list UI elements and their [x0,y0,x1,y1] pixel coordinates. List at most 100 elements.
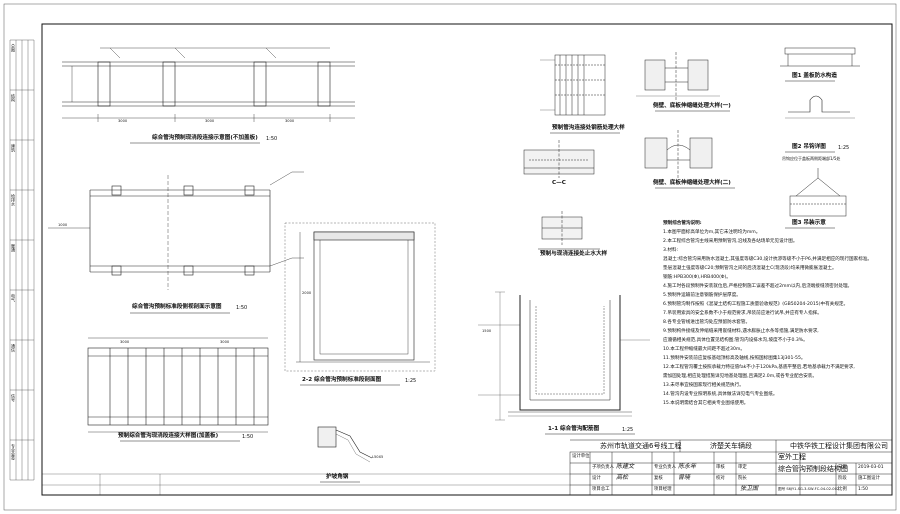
note-line: 12.本工程管沟覆土按照承载力特征值fak不小于120kPa,基底平整后,若地基… [663,365,855,370]
inner-frame [41,23,893,496]
bottom-plan-scale: 1:50 [242,434,254,440]
dim-text: 3000 [205,119,215,123]
note-line: 13.未尽事宜按国家现行相关规范执行。 [663,383,744,388]
bottom-plan-with-cover [87,337,269,433]
detail-waterstop [541,211,583,245]
role-label: 子项负责人 [592,465,614,470]
notes-heading: 预制综合管沟说明: [663,221,702,226]
project-section: 济楚关车辆段 [710,442,752,450]
role-label: 审核 [716,465,725,470]
detail-expansion-joint-2 [644,130,713,178]
dim-text: 1000 [58,223,68,227]
section-c-c [523,140,595,178]
note-line: 应遵循相关规范,具体位置见结构图;管沟内设排水沟,坡度不小于0.3%。 [663,338,808,343]
note-line: 3.材料: [663,248,679,253]
manager-label: 项目经理 [654,487,672,492]
note-line: 7.吊装用索具的安全系数不小于规范要求,吊装前应进行试吊,并应有专人指挥。 [663,311,822,316]
outer-frame [3,3,897,511]
dim-text: 3000 [220,340,230,344]
fig1-cover-waterproof [780,47,860,67]
drawing-number: 图号 S6JY1-SG-3-SW-FC-04-02-002 [778,487,840,491]
elevation-scale: 1:50 [236,305,248,311]
note-line: 钢筋:HPB300(Φ),HRB400(Φ)。 [663,275,731,280]
signoff-label: 建筑 [11,144,16,152]
scale-value: 1:50 [858,487,868,492]
elevation-title: 综合管沟预制标准段侧视剖面示意图 [132,304,222,310]
signature: 高松 [616,474,629,481]
signoff-label: 电气 [11,294,16,302]
note-line: 14.管沟内设专业照明系统,具体做法详见电气专业图纸。 [663,392,778,397]
approval-label: 项目总工 [592,487,610,492]
signoff-label: 结构 [11,94,16,102]
dim-text: 3000 [285,119,295,123]
detail-waterstop-title: 预制与现浇连接处止水大样 [540,251,608,257]
company-name: 中铁华铁工程设计集团有限公司 [790,442,888,450]
detail-rebar-joint [540,54,606,116]
fig1-title: 图1 盖板防水构造 [792,73,837,79]
note-line: 1.本图平面标高单位为m,其它未注明均为mm。 [663,230,761,235]
note-line: 15.本说明需结合其它相关专业图纸使用。 [663,401,749,406]
detail-rebar-title: 预制管沟连接处钢筋处理大样 [552,125,625,131]
note-line: 11.预制件安装前应复核基础顶标高及轴线,按照国标图集13J301-55。 [663,356,806,361]
signoff-label: 暖通 [11,244,16,252]
note-line: 4.施工时各段预制件安装就位后,严格控制施工误差不超过2mm以内,后浇端接缝须密… [663,284,853,289]
dim-text: 2000 [302,291,312,295]
role-label: 专业负责人 [654,465,676,470]
section-22-scale: 1:25 [405,378,417,384]
note-line: 8.各专业管线进出管沟处应预留防水套管。 [663,320,751,325]
note-line: 5.预制件运输前注意钢筋保护层厚度。 [663,293,741,298]
plan-view-no-cover [62,47,355,122]
role-label: 校对 [716,476,725,481]
project-name: 苏州市轨道交通6号线工程 [600,442,682,450]
fig2-lifting-hook [785,95,855,119]
signature: 陈建文 [616,463,635,470]
section-1-1-reinforcement [478,291,650,421]
scale-label: 比例 [838,487,847,492]
section-2-2 [284,222,436,372]
detail-expansion-joint-1 [636,52,720,100]
binding-column [9,39,35,481]
fig2-title: 图2 吊钩详图 [792,144,826,150]
section-22-title: 2-2 综合管沟预制标准段剖面图 [302,377,382,383]
dim-text: 1500 [482,329,492,333]
section-cc-label: C—C [552,180,566,186]
note-line: 6.预制管沟制作按照《混凝土结构工程施工质量验收规范》(GB50204-2015… [663,302,849,307]
note-line: 混凝土:综合管沟采用防水混凝土,其强度等级C30,设计抗渗等级不小于P6,并满足… [663,257,873,262]
role-label: 院长 [738,476,747,481]
fig2-note: 吊钩应位于盖板两侧距端部1/5处 [782,156,841,161]
fig3-title: 图3 吊装示意 [792,220,826,226]
plan-title: 综合管沟预制现浇段连接示意图(不加盖板) [152,135,258,141]
signature: 曾晓 [678,474,691,481]
note-line: 9.预制构件接缝及伸缩缝采用嵌缝材料,遇水膨胀止水条等措施,满足防水要求, [663,329,819,334]
guard-angle-steel [317,426,373,463]
role-label: 设计 [592,476,601,481]
signoff-label: 通信 [11,344,16,352]
section-11-scale: 1:25 [622,427,634,433]
title-block-grid [42,439,893,496]
note-line: 2.本工程综合管沟主线采用预制管沟,沿线及各站场单元见设计图。 [663,239,798,244]
stage-value: 施工图设计 [858,476,880,481]
signoff-label: 给排水 [11,194,16,206]
bottom-plan-title: 预制综合管沟现浇段连接大样图(加盖板) [118,433,219,439]
design-unit-label: 设计单位 [572,454,590,459]
section-11-title: 1-1 综合管沟配筋图 [548,426,600,432]
detail-joint2-title: 侧壁、底板伸缩缝处理大样(二) [653,180,731,186]
signoff-label: 信号 [11,394,16,402]
fig3-lifting-diagram [789,168,847,217]
fig2-scale: 1:25 [838,145,850,151]
date-label: 日期 [838,465,847,470]
signature: 张卫国 [740,485,759,492]
role-label: 审定 [738,465,747,470]
sub-project: 室外工程 [778,453,806,461]
detail-joint1-title: 侧壁、底板伸缩缝处理大样(一) [653,103,731,109]
stage-label: 阶段 [838,476,847,481]
note-line: 需加固处理,相应处理措施详见地基处理图,且满足2.0m,或各专业配合安装。 [663,374,817,379]
note-line: 垫层混凝土强度等级C20;预制管沟之间的后浇混凝土C(现浇段)均采用微膨胀混凝土… [663,266,837,271]
drawing-name: 综合管沟预制段结构图 [778,465,848,473]
plan-scale: 1:50 [266,136,278,142]
role-label: 复核 [654,476,663,481]
note-line: 10.本工程伸缩缝最大间距不超过30m。 [663,347,745,352]
guard-angle-title: 护坡角钢 [326,474,349,480]
signoff-label: 总图 [11,44,16,52]
